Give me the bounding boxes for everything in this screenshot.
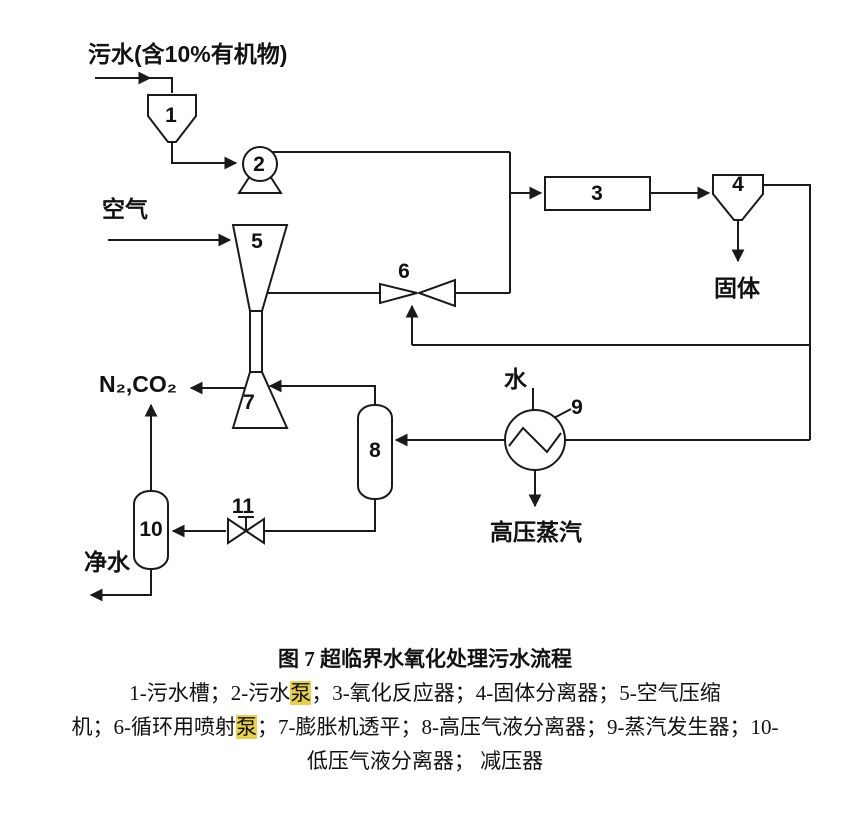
pipe-clean-water-outlet <box>89 565 152 602</box>
clean-water-label: 净水 <box>84 549 131 575</box>
figure-caption: 图 7 超临界水氧化处理污水流程 1-污水槽；2-污水泵；3-氧化反应器；4-固… <box>0 642 850 778</box>
exhaust-gas-label: N₂,CO₂ <box>99 371 177 397</box>
water-label: 水 <box>504 366 528 392</box>
air-compressor <box>231 224 289 312</box>
equipment-number-2: 2 <box>253 153 265 176</box>
equipment-number-10: 10 <box>139 518 162 541</box>
legend-line-1-post: ；3-氧化反应器；4-固体分离器；5-空气压缩 <box>311 681 721 705</box>
legend-line-2-post: ；7-膨胀机透平；8-高压气液分离器；9-蒸汽发生器；10- <box>257 715 779 739</box>
pipe-hp-separator-bottom <box>264 496 376 532</box>
hp-steam-label: 高压蒸汽 <box>490 519 582 545</box>
oxidation-reactor <box>544 176 651 211</box>
legend-line-2-highlight: 泵 <box>236 715 257 739</box>
wastewater-tank <box>147 94 197 143</box>
expander-turbine <box>231 371 289 429</box>
pipe-hp-separator-top <box>268 379 376 412</box>
legend-line-1-pre: 1-污水槽；2-污水 <box>129 681 291 705</box>
legend-line-2: 机；6-循环用喷射泵；7-膨胀机透平；8-高压气液分离器；9-蒸汽发生器；10- <box>0 710 850 744</box>
pipe-separator-to-right <box>763 184 811 440</box>
pipe-feed-to-tank <box>148 77 173 93</box>
legend-line-2-pre: 机；6-循环用喷射 <box>71 715 237 739</box>
pipe-tank-to-pump <box>171 138 238 170</box>
steam-generator-coil <box>508 426 562 454</box>
feed-pump <box>242 146 278 182</box>
pressure-reducer-valve-left <box>227 517 248 545</box>
solids-separator <box>712 174 764 221</box>
pressure-reducer-valve-right <box>244 517 265 545</box>
equipment-number-3: 3 <box>591 182 603 205</box>
equipment-number-5: 5 <box>251 230 263 253</box>
recycle-ejector-right <box>416 278 456 308</box>
legend-line-1-highlight: 泵 <box>290 681 312 705</box>
air-label: 空气 <box>102 196 148 222</box>
figure-title: 图 7 超临界水氧化处理污水流程 <box>278 647 572 671</box>
legend-line-1: 1-污水槽；2-污水泵；3-氧化反应器；4-固体分离器；5-空气压缩 <box>0 676 850 710</box>
recycle-ejector-left <box>379 282 418 305</box>
legend-line-3: 低压气液分离器； 减压器 <box>306 749 544 773</box>
solids-label: 固体 <box>714 275 761 301</box>
equipment-number-11: 11 <box>232 495 255 518</box>
equipment-number-7: 7 <box>243 391 255 414</box>
lp-gas-liquid-separator <box>133 490 169 570</box>
equipment-number-6: 6 <box>398 260 410 283</box>
feed-label: 污水(含10%有机物) <box>88 41 287 67</box>
hp-gas-liquid-separator <box>357 404 393 500</box>
equipment-number-1: 1 <box>165 104 177 127</box>
equipment-number-9: 9 <box>571 396 583 419</box>
equipment-number-8: 8 <box>369 439 381 462</box>
equipment-number-4: 4 <box>732 173 744 196</box>
process-flow-diagram: 污水(含10%有机物) 空气 N₂,CO₂ 水 固体 高压蒸汽 净水 1 2 3… <box>84 41 811 602</box>
